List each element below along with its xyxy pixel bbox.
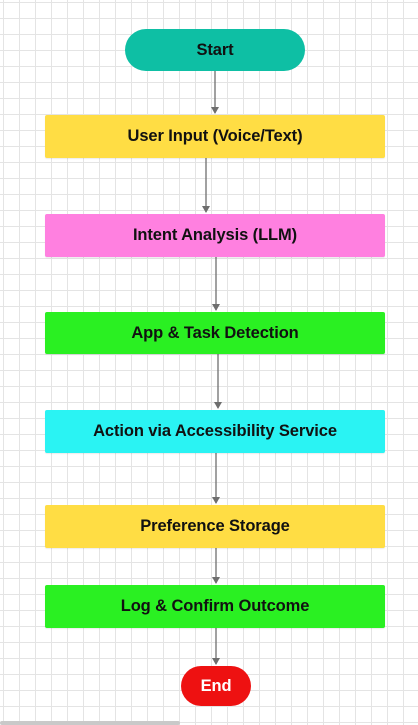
node-user-input-label: User Input (Voice/Text) [127,127,303,145]
node-preference-storage-label: Preference Storage [140,517,290,535]
node-log-confirm-label: Log & Confirm Outcome [120,597,310,615]
node-end[interactable]: End [181,666,251,706]
node-end-label: End [200,676,232,695]
node-start[interactable]: Start [125,29,305,71]
node-start-label: Start [196,40,234,59]
node-app-task-detection[interactable]: App & Task Detection [45,312,385,354]
node-intent-analysis[interactable]: Intent Analysis (LLM) [45,214,385,257]
node-preference-storage[interactable]: Preference Storage [45,505,385,548]
node-log-confirm[interactable]: Log & Confirm Outcome [45,585,385,628]
horizontal-scrollbar[interactable] [0,721,180,725]
node-action-accessibility-label: Action via Accessibility Service [93,422,337,440]
node-intent-analysis-label: Intent Analysis (LLM) [132,226,298,244]
node-app-task-detection-label: App & Task Detection [131,323,299,342]
node-action-accessibility[interactable]: Action via Accessibility Service [45,410,385,453]
node-user-input[interactable]: User Input (Voice/Text) [45,115,385,158]
